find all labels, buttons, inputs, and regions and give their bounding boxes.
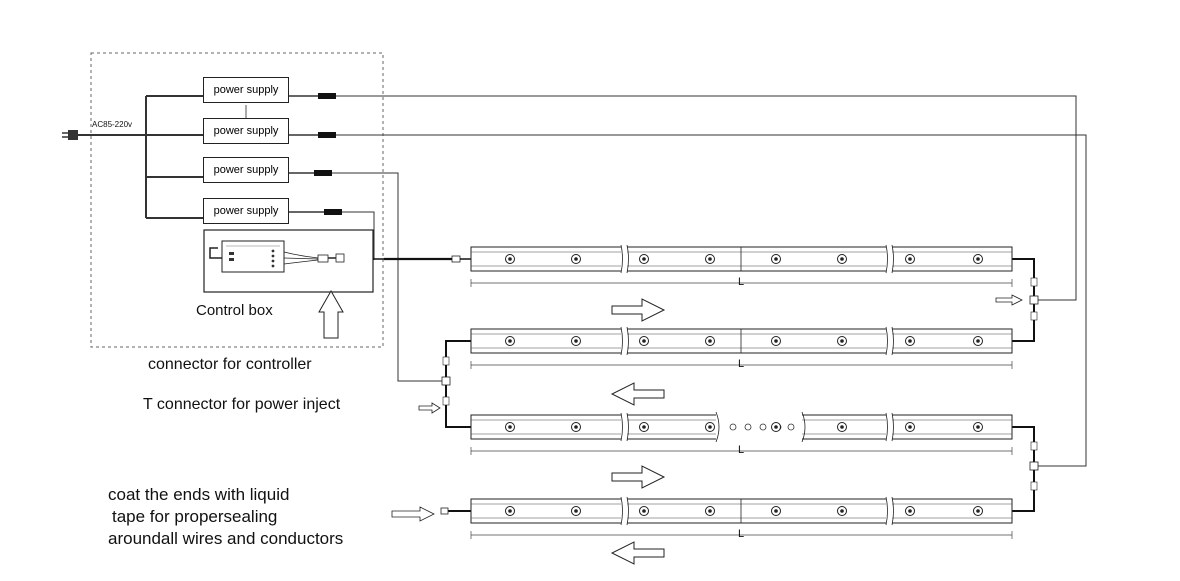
ac-plug-icon <box>62 130 146 140</box>
led-dot <box>973 422 983 432</box>
led-dot <box>505 254 515 264</box>
sealing-note-line-1: coat the ends with liquid <box>108 485 290 504</box>
led-strip-2 <box>470 326 1013 356</box>
led-dot <box>571 254 581 264</box>
led-dot <box>571 336 581 346</box>
led-dot <box>505 506 515 516</box>
led-dot <box>705 336 715 346</box>
control-box-label: Control box <box>196 302 273 319</box>
power-supply-4: power supply <box>203 198 289 224</box>
power-supply-3: power supply <box>203 157 289 183</box>
strip-4-length-label: L <box>738 528 745 540</box>
led-dot <box>837 254 847 264</box>
led-dot <box>771 336 781 346</box>
strip-link-left-2-3 <box>441 340 471 428</box>
led-dot <box>639 506 649 516</box>
flow-arrow-left-icon <box>610 541 665 565</box>
length-dimension-3 <box>470 447 1013 455</box>
inject-arrow-right-icon <box>995 294 1023 306</box>
led-dot <box>905 336 915 346</box>
length-dimension-2 <box>470 361 1013 369</box>
psu4-output-wire <box>289 209 375 260</box>
sealing-note-line-3: aroundall wires and conductors <box>108 529 344 548</box>
psu1-output-wire <box>289 93 1077 301</box>
controller-module <box>209 240 345 273</box>
strip-3-length-label: L <box>738 444 745 456</box>
flow-arrow-left-icon <box>610 382 665 406</box>
strip-2-length-label: L <box>738 358 745 370</box>
arrow-up-icon <box>318 289 344 339</box>
led-dot <box>837 422 847 432</box>
led-dot <box>639 254 649 264</box>
sealing-note-line-2: tape for propersealing <box>112 507 278 526</box>
control-output-wire <box>373 255 471 263</box>
strip-end-cap-4 <box>440 507 471 515</box>
led-dot <box>571 422 581 432</box>
ac-input-label: AC85-220v <box>92 120 133 129</box>
led-strip-4 <box>470 496 1013 526</box>
led-dot <box>639 422 649 432</box>
led-dot <box>705 506 715 516</box>
length-dimension-4 <box>470 531 1013 539</box>
power-supply-1: power supply <box>203 77 289 103</box>
t-connector-label: T connector for power inject <box>143 396 341 413</box>
power-supply-2: power supply <box>203 118 289 144</box>
led-dot <box>905 254 915 264</box>
led-dot <box>505 336 515 346</box>
strip-link-right-1-2 <box>1012 258 1039 342</box>
psu3-output-wire <box>289 170 446 382</box>
enclosure-dashed-border <box>90 52 384 348</box>
sealing-arrow-icon <box>391 506 435 522</box>
led-dot <box>639 336 649 346</box>
led-strip-3 <box>470 411 1013 443</box>
flow-arrow-right-icon <box>611 465 666 489</box>
led-dot <box>705 254 715 264</box>
led-dot <box>905 422 915 432</box>
led-dot <box>973 506 983 516</box>
t-connector-arrow-icon <box>418 402 441 414</box>
led-dot <box>571 506 581 516</box>
led-dot <box>973 254 983 264</box>
led-dot <box>505 422 515 432</box>
controller-connector-label: connector for controller <box>148 356 312 373</box>
led-dot <box>705 422 715 432</box>
psu2-output-wire <box>289 132 1087 467</box>
led-dot <box>905 506 915 516</box>
led-dot <box>771 506 781 516</box>
led-dot <box>973 336 983 346</box>
strip-link-right-3-4 <box>1012 426 1039 512</box>
flow-arrow-right-icon <box>611 298 666 322</box>
led-dot <box>771 422 781 432</box>
strip-1-length-label: L <box>738 276 745 288</box>
length-dimension-1 <box>470 279 1013 287</box>
led-dot <box>837 336 847 346</box>
led-dot <box>837 506 847 516</box>
led-strip-1 <box>470 244 1013 274</box>
led-dot <box>771 254 781 264</box>
